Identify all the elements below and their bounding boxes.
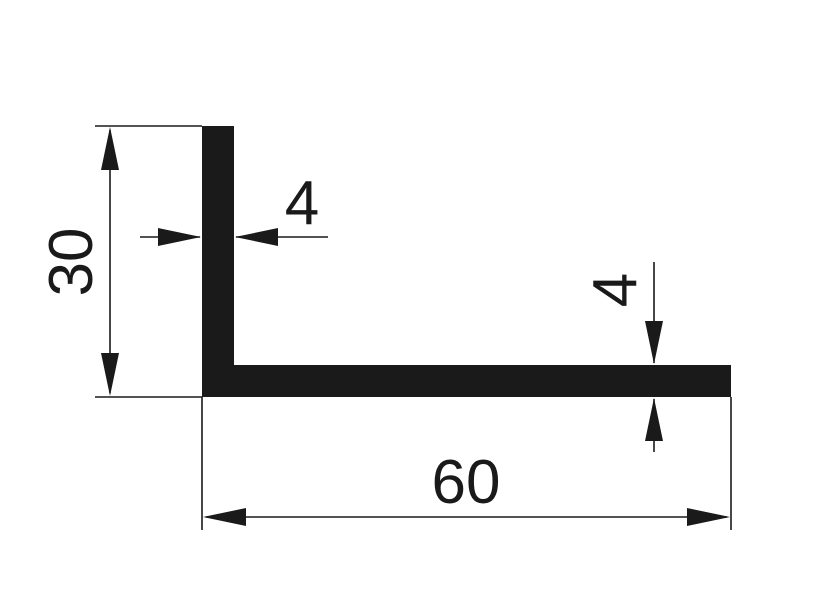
width-label: 60 bbox=[432, 448, 501, 517]
vertical-thickness-dimension: 4 bbox=[140, 169, 328, 246]
horizontal-thickness-label: 4 bbox=[581, 273, 650, 307]
height-label: 30 bbox=[37, 228, 106, 297]
horizontal-thickness-arrow-top bbox=[645, 321, 663, 364]
width-arrow-right bbox=[687, 508, 730, 526]
horizontal-thickness-dimension: 4 bbox=[581, 262, 663, 452]
angle-profile-shape bbox=[202, 126, 731, 397]
width-dimension: 60 bbox=[201, 397, 732, 530]
horizontal-thickness-arrow-bottom bbox=[645, 398, 663, 441]
width-arrow-left bbox=[203, 508, 246, 526]
vertical-thickness-label: 4 bbox=[285, 169, 319, 238]
height-dimension: 30 bbox=[37, 125, 202, 398]
height-arrow-bottom bbox=[101, 353, 119, 396]
height-arrow-top bbox=[101, 127, 119, 170]
vertical-thickness-arrow-right bbox=[235, 228, 278, 246]
vertical-thickness-arrow-left bbox=[158, 228, 201, 246]
